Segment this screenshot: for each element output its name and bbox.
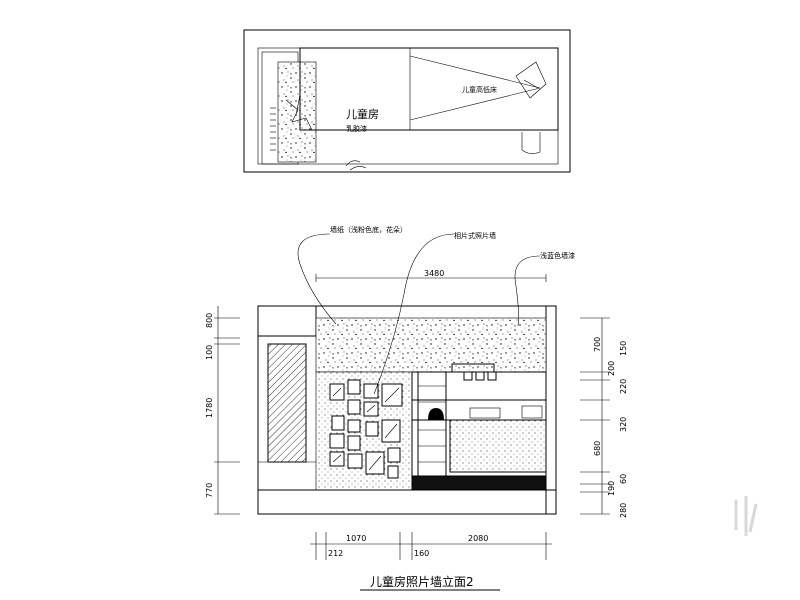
shelf-item (521, 405, 543, 419)
right-wall-strip (545, 305, 557, 515)
photo-frame (363, 401, 379, 417)
photo-wall (329, 379, 403, 479)
plan-pillow-icon (515, 61, 547, 99)
lower-mattress (449, 419, 547, 473)
photo-frame (363, 383, 379, 399)
bottom-dimensions: 1070 2080 212 160 (310, 532, 552, 560)
dim-left-1780: 1780 (205, 398, 214, 418)
photo-frame (329, 451, 345, 467)
photo-frame (347, 435, 361, 451)
dim-bottom-2080: 2080 (468, 534, 488, 543)
bunk-bed-headboard (451, 363, 495, 372)
watermark-mark (734, 496, 758, 536)
dim-right-190: 190 (607, 481, 616, 496)
dim-left-800: 800 (205, 313, 214, 328)
annotation-wallpaper: 墙纸（浅粉色底，花朵） (330, 225, 407, 234)
bed-base-drawer (411, 475, 547, 491)
photo-frame (347, 453, 363, 469)
leader-wallpaper (297, 233, 337, 325)
plan-room-sublabel: 乳胶漆 (346, 124, 367, 133)
dim-right-280: 280 (619, 503, 628, 518)
shelf-item (469, 407, 501, 419)
headboard-square (487, 371, 497, 381)
dim-right-60: 60 (619, 474, 628, 484)
drawing-title: 儿童房照片墙立面2 (360, 574, 500, 591)
photo-frame (347, 419, 361, 433)
dim-bottom-1070: 1070 (346, 534, 366, 543)
headboard-square (475, 371, 485, 381)
toy-figure (428, 408, 444, 420)
leader-photo-wall (373, 233, 455, 395)
annotation-paint: 浅蓝色墙漆 (540, 251, 575, 260)
plan-door-swing (521, 132, 541, 154)
left-dimensions: 800 100 1780 770 (205, 306, 240, 515)
right-dimensions: 700 150 200 220 320 680 190 60 280 (580, 317, 628, 518)
photo-frame (387, 465, 399, 479)
left-column-top (257, 305, 317, 337)
headboard-square (463, 371, 473, 381)
leader-paint (514, 255, 541, 327)
dim-right-320: 320 (619, 417, 628, 432)
plan-bed-label: 儿童高低床 (462, 85, 497, 94)
title-text: 儿童房照片墙立面2 (370, 574, 474, 589)
bunk-ladder (417, 372, 447, 476)
plan-room-label: 儿童房 (346, 107, 379, 121)
dim-right-150: 150 (619, 341, 628, 356)
dim-bottom-160: 160 (414, 549, 429, 558)
dim-top-total: 3480 (424, 269, 444, 278)
dim-right-680: 680 (593, 441, 602, 456)
plan-wardrobe-stripes (270, 107, 276, 151)
top-dimension: 3480 (315, 269, 547, 282)
plan-star-decoration (285, 94, 313, 131)
dim-left-100: 100 (205, 345, 214, 360)
photo-frame (387, 447, 401, 463)
plan-chair-icon (345, 160, 367, 171)
plan-outer-wall (243, 29, 571, 173)
left-hatched-panel (267, 343, 307, 463)
floor-plan: 儿童高低床 儿童房 乳胶漆 (243, 29, 571, 173)
dim-right-200: 200 (607, 361, 616, 376)
bunk-bed (411, 363, 547, 491)
photo-frame (347, 379, 361, 395)
dim-right-220: 220 (619, 379, 628, 394)
plan-bed-diagonal (409, 55, 541, 121)
elevation-view (257, 305, 557, 515)
photo-frame (365, 421, 379, 437)
dim-bottom-212: 212 (328, 549, 343, 558)
annotations: 墙纸（浅粉色底，花朵） 相片式照片墙 浅蓝色墙漆 (297, 225, 575, 395)
annotation-photo-wall: 相片式照片墙 (454, 231, 496, 240)
photo-frame (347, 399, 361, 415)
plan-bed (299, 47, 559, 131)
wallpaper-flower-band (315, 317, 547, 373)
dim-right-700: 700 (593, 337, 602, 352)
photo-frame (329, 433, 345, 449)
photo-frame (331, 415, 345, 431)
dim-left-770: 770 (205, 483, 214, 498)
